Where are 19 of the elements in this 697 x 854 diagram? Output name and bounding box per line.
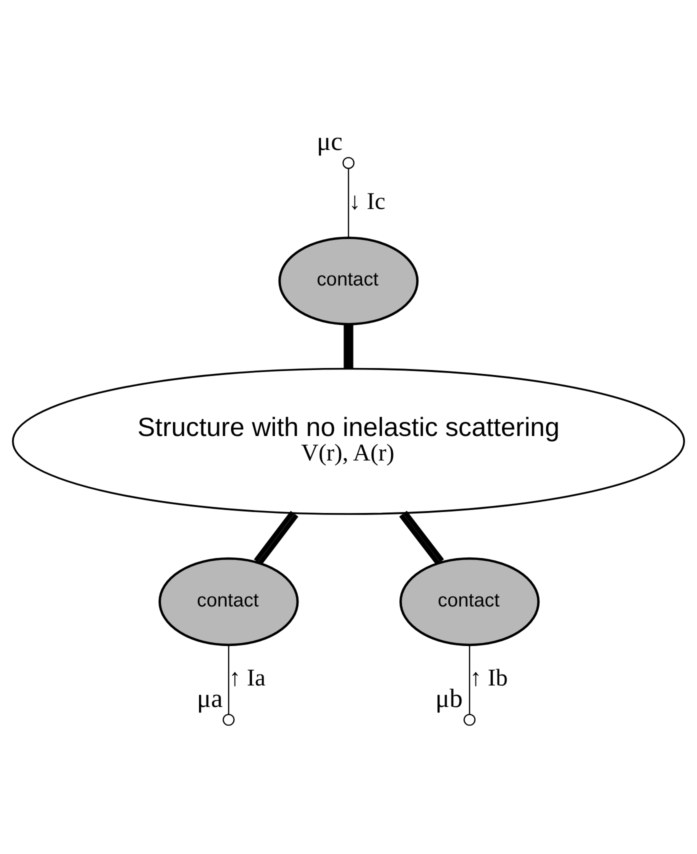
edge-label: ↓ Ic xyxy=(348,189,386,216)
node-label: μb xyxy=(435,684,463,713)
node-circle xyxy=(464,714,476,726)
node-label: μc xyxy=(316,126,343,156)
node-ellipse: contact xyxy=(399,557,540,646)
connector xyxy=(254,510,298,566)
connector xyxy=(228,645,230,714)
connector xyxy=(344,324,354,368)
node-circle xyxy=(342,156,354,169)
connector xyxy=(348,168,350,238)
connector xyxy=(399,510,444,566)
node-ellipse: contact xyxy=(278,236,419,326)
node-label: μa xyxy=(196,684,223,713)
node-ellipse: Structure with no inelastic scattering V(r), A(r) xyxy=(12,368,686,515)
connector xyxy=(468,645,470,714)
node-ellipse: contact xyxy=(158,557,299,646)
edge-label: ↑ Ib xyxy=(470,666,508,692)
node-circle xyxy=(222,714,235,726)
edge-label: ↑ Ia xyxy=(228,666,266,692)
